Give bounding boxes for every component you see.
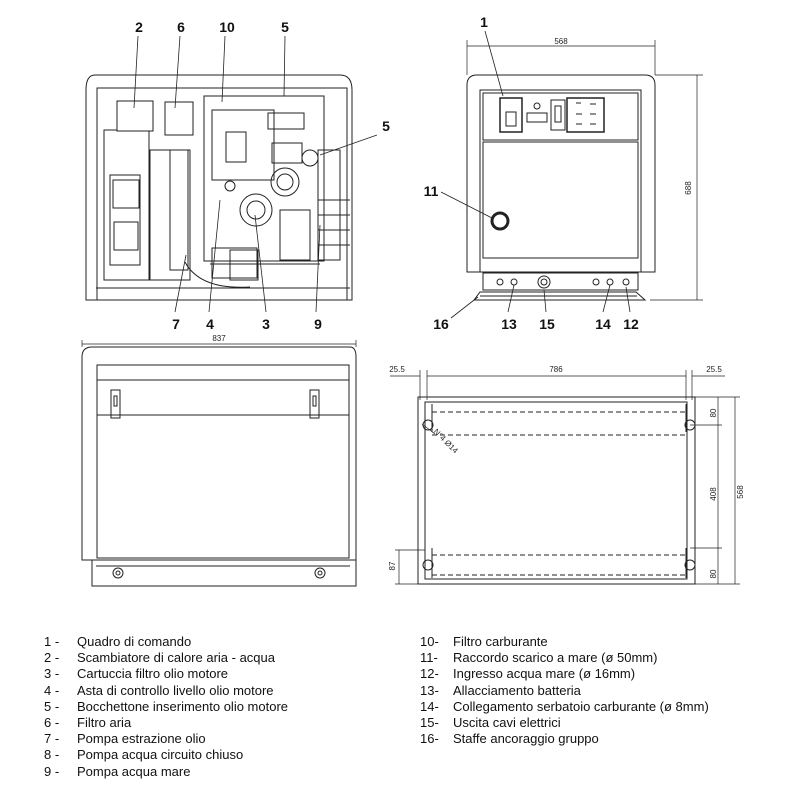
legend-item: 4 -Asta di controllo livello olio motore	[44, 682, 274, 698]
dim-base-left: 25.5	[389, 365, 405, 374]
legend-item: 11-Raccordo scarico a mare (ø 50mm)	[420, 650, 658, 666]
dim-base-edge-bottom: 80	[709, 569, 718, 578]
dim-base-right: 25.5	[706, 365, 722, 374]
engine-side-view	[85, 74, 353, 301]
legend-item: 2 -Scambiatore di calore aria - acqua	[44, 650, 275, 666]
callout-1: 1	[480, 14, 488, 30]
legend-item: 12-Ingresso acqua mare (ø 16mm)	[420, 666, 636, 682]
callout-labels: 1 2 3 4 5 5 6 9 10 11 12 13 14 15 16 7	[135, 14, 639, 332]
callout-3: 3	[262, 316, 270, 332]
dim-front-height: 688	[684, 181, 693, 195]
callout-15: 15	[539, 316, 555, 332]
callout-10: 10	[219, 19, 235, 35]
dim-base-width: 786	[549, 365, 563, 374]
callout-5-top: 5	[281, 19, 289, 35]
dim-side-width: 837	[212, 334, 226, 343]
side-panel-view	[81, 340, 357, 587]
dim-front-width: 568	[554, 37, 568, 46]
callout-14: 14	[595, 316, 611, 332]
dimension-labels: 568 688 837 786 25.5 25.5 80 408 80 568 …	[212, 37, 745, 578]
legend-item: 8 -Pompa acqua circuito chiuso	[44, 747, 244, 763]
legend-item: 14-Collegamento serbatoio carburante (ø …	[420, 698, 709, 714]
legend-item: 9 -Pompa acqua mare	[44, 763, 191, 779]
legend-item: 10-Filtro carburante	[420, 634, 548, 649]
legend-item: 15-Uscita cavi elettrici	[420, 715, 561, 731]
callout-12: 12	[623, 316, 639, 332]
legend-right-column: 10-Filtro carburante 11-Raccordo scarico…	[420, 634, 709, 747]
callout-13: 13	[501, 316, 517, 332]
legend-item: 1 -Quadro di comando	[44, 634, 192, 649]
callout-9: 9	[314, 316, 322, 332]
base-plan-view	[390, 370, 740, 585]
callout-11: 11	[424, 183, 439, 199]
callout-2: 2	[135, 19, 143, 35]
callout-4: 4	[206, 316, 214, 332]
legend-item: 5 -Bocchettone inserimento olio motore	[44, 698, 289, 714]
legend-item: 13-Allacciamento batteria	[420, 682, 581, 698]
legend-item: 3 -Cartuccia filtro olio motore	[44, 666, 228, 682]
dim-base-hole-offset: 87	[388, 561, 397, 570]
dim-holes: N°4 Ø14	[432, 427, 461, 456]
dim-base-depth: 568	[736, 485, 745, 499]
callout-5-right: 5	[382, 118, 390, 134]
leader-lines	[133, 30, 631, 319]
callout-16: 16	[433, 316, 449, 332]
legend-item: 7 -Pompa estrazione olio	[44, 731, 206, 747]
dim-base-edge-top: 80	[709, 408, 718, 417]
legend-item: 6 -Filtro aria	[44, 715, 132, 731]
callout-7: 7	[172, 316, 180, 332]
callout-6: 6	[177, 19, 185, 35]
dim-base-inner: 408	[709, 487, 718, 501]
legend-left-column: 1 -Quadro di comando 2 -Scambiatore di c…	[44, 634, 288, 780]
front-view	[466, 40, 703, 301]
legend-item: 16-Staffe ancoraggio gruppo	[420, 731, 599, 747]
technical-drawing: 1 2 3 4 5 5 6 9 10 11 12 13 14 15 16 7 5…	[81, 14, 745, 587]
